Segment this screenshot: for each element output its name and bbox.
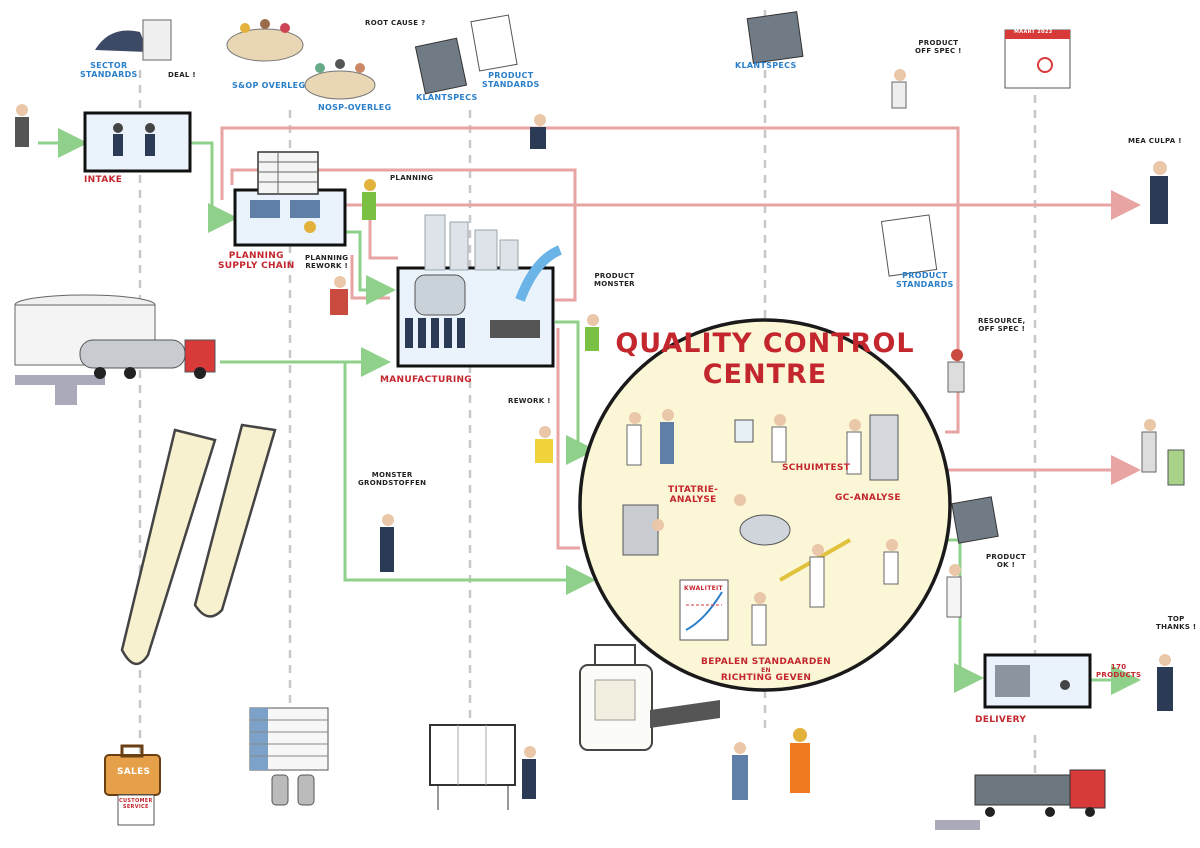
person-off-spec-top [891,69,907,109]
resource-off-spec-speech: RESOURCE, OFF SPEC ! [978,317,1026,333]
nosp-overleg-label: NOSP-OVERLEG [318,103,392,112]
gc-analyser [846,414,899,481]
gc-analyse-label: GC-ANALYSE [835,493,901,503]
rework-speech: REWORK ! [508,397,551,405]
lab-person-yellow-rod [779,538,851,608]
person-safety-worker [790,728,810,793]
manufacturing-label: MANUFACTURING [380,375,472,385]
calendar-label: MAART 2023 [1014,29,1053,35]
factory-tower [424,214,519,271]
person-top-thanks [1157,654,1173,711]
deal-speech: DEAL ! [168,71,196,79]
person-product-monster [585,314,599,351]
delivery-box [983,653,1092,709]
klantspecs-center-label: KLANTSPECS [735,61,797,70]
person-planning-rework [330,276,348,315]
sample-bottle [579,644,720,751]
delivery-label: DELIVERY [975,715,1027,725]
quality-chart-board [679,579,767,646]
schuimtest-label: SCHUIMTEST [782,463,851,473]
sop-overleg-label: S&OP OVERLEG [232,81,306,90]
sales-label: SALES [117,767,151,777]
sector-standards-label: SECTOR STANDARDS [80,61,138,79]
person-planning [362,179,376,220]
bepalen-standaarden-label: BEPALEN STANDAARDEN EN RICHTING GEVEN [701,657,831,684]
person-whiteboard [522,746,536,799]
dashed-guides [138,10,1037,800]
product-standards-left-label: PRODUCT STANDARDS [482,71,540,89]
lab-person-right [883,539,899,585]
car-and-fridge [95,19,172,61]
planning-board [257,151,319,195]
monster-grondstoffen-speech: MONSTER GRONDSTOFFEN [358,471,427,487]
schedule-sheet [249,707,329,806]
root-cause-speech: ROOT CAUSE ? [365,19,426,27]
product-standards-right-label: PRODUCT STANDARDS [896,271,954,289]
product-ok-speech: PRODUCT OK ! [986,553,1026,569]
standards-sheet-right [880,214,938,277]
kwaliteit-chart-label: KWALITEIT [684,585,723,592]
lab-people-left [626,409,674,466]
planning-label: PLANNING SUPPLY CHAIN [218,251,295,271]
person-resource-off-spec [947,349,965,393]
person-mea-culpa [1150,161,1168,224]
foam-test [734,414,787,463]
mea-culpa-speech: MEA CULPA ! [1128,137,1182,145]
tanker-truck [79,339,216,379]
product-monster-speech: PRODUCT MONSTER [594,272,635,288]
person-intake-left [15,104,29,147]
qc-title-line1: QUALITY CONTROL [615,328,915,359]
customer-service-label: CUSTOMER SERVICE [119,798,153,810]
manufacturing-box [396,245,563,368]
person-product-ok [946,564,962,618]
titration-setup [622,504,664,556]
red-feedback-lines [220,126,1141,550]
person-waste-bin [1141,419,1185,486]
meeting-group-nosp [304,59,376,100]
whiteboard [429,724,516,810]
spec-binder-left [414,14,518,95]
planning-box [233,188,347,247]
intake-box [83,111,192,173]
top-thanks-speech: TOP THANKS ! [1156,615,1197,631]
test-tubes [120,423,277,665]
person-rework [535,426,553,463]
products-count-label: 170 PRODUCTS [1096,663,1142,679]
person-waving-bottom [732,742,748,800]
intake-label: INTAKE [84,175,123,185]
calendar [1004,29,1071,89]
qc-centre-title: QUALITY CONTROL CENTRE [600,328,930,390]
titratie-label: TITATRIE- ANALYSE [668,485,719,505]
klantspecs-left-label: KLANTSPECS [416,93,478,102]
person-monster-grondstoffen [380,514,394,572]
spec-binder-center [746,11,804,64]
planning-speech: PLANNING [390,174,434,182]
qc-title-line2: CENTRE [702,359,828,391]
product-off-spec-speech: PRODUCT OFF SPEC ! [915,39,962,55]
planning-rework-speech: PLANNING REWORK ! [305,254,349,270]
titration-plate [734,494,791,546]
person-running-top [530,114,546,149]
spec-binder-right [951,496,999,544]
green-main-flow [38,128,1141,695]
meeting-group-sop [226,19,304,62]
sales-suitcase [104,744,161,826]
flatbed-truck [935,769,1106,830]
